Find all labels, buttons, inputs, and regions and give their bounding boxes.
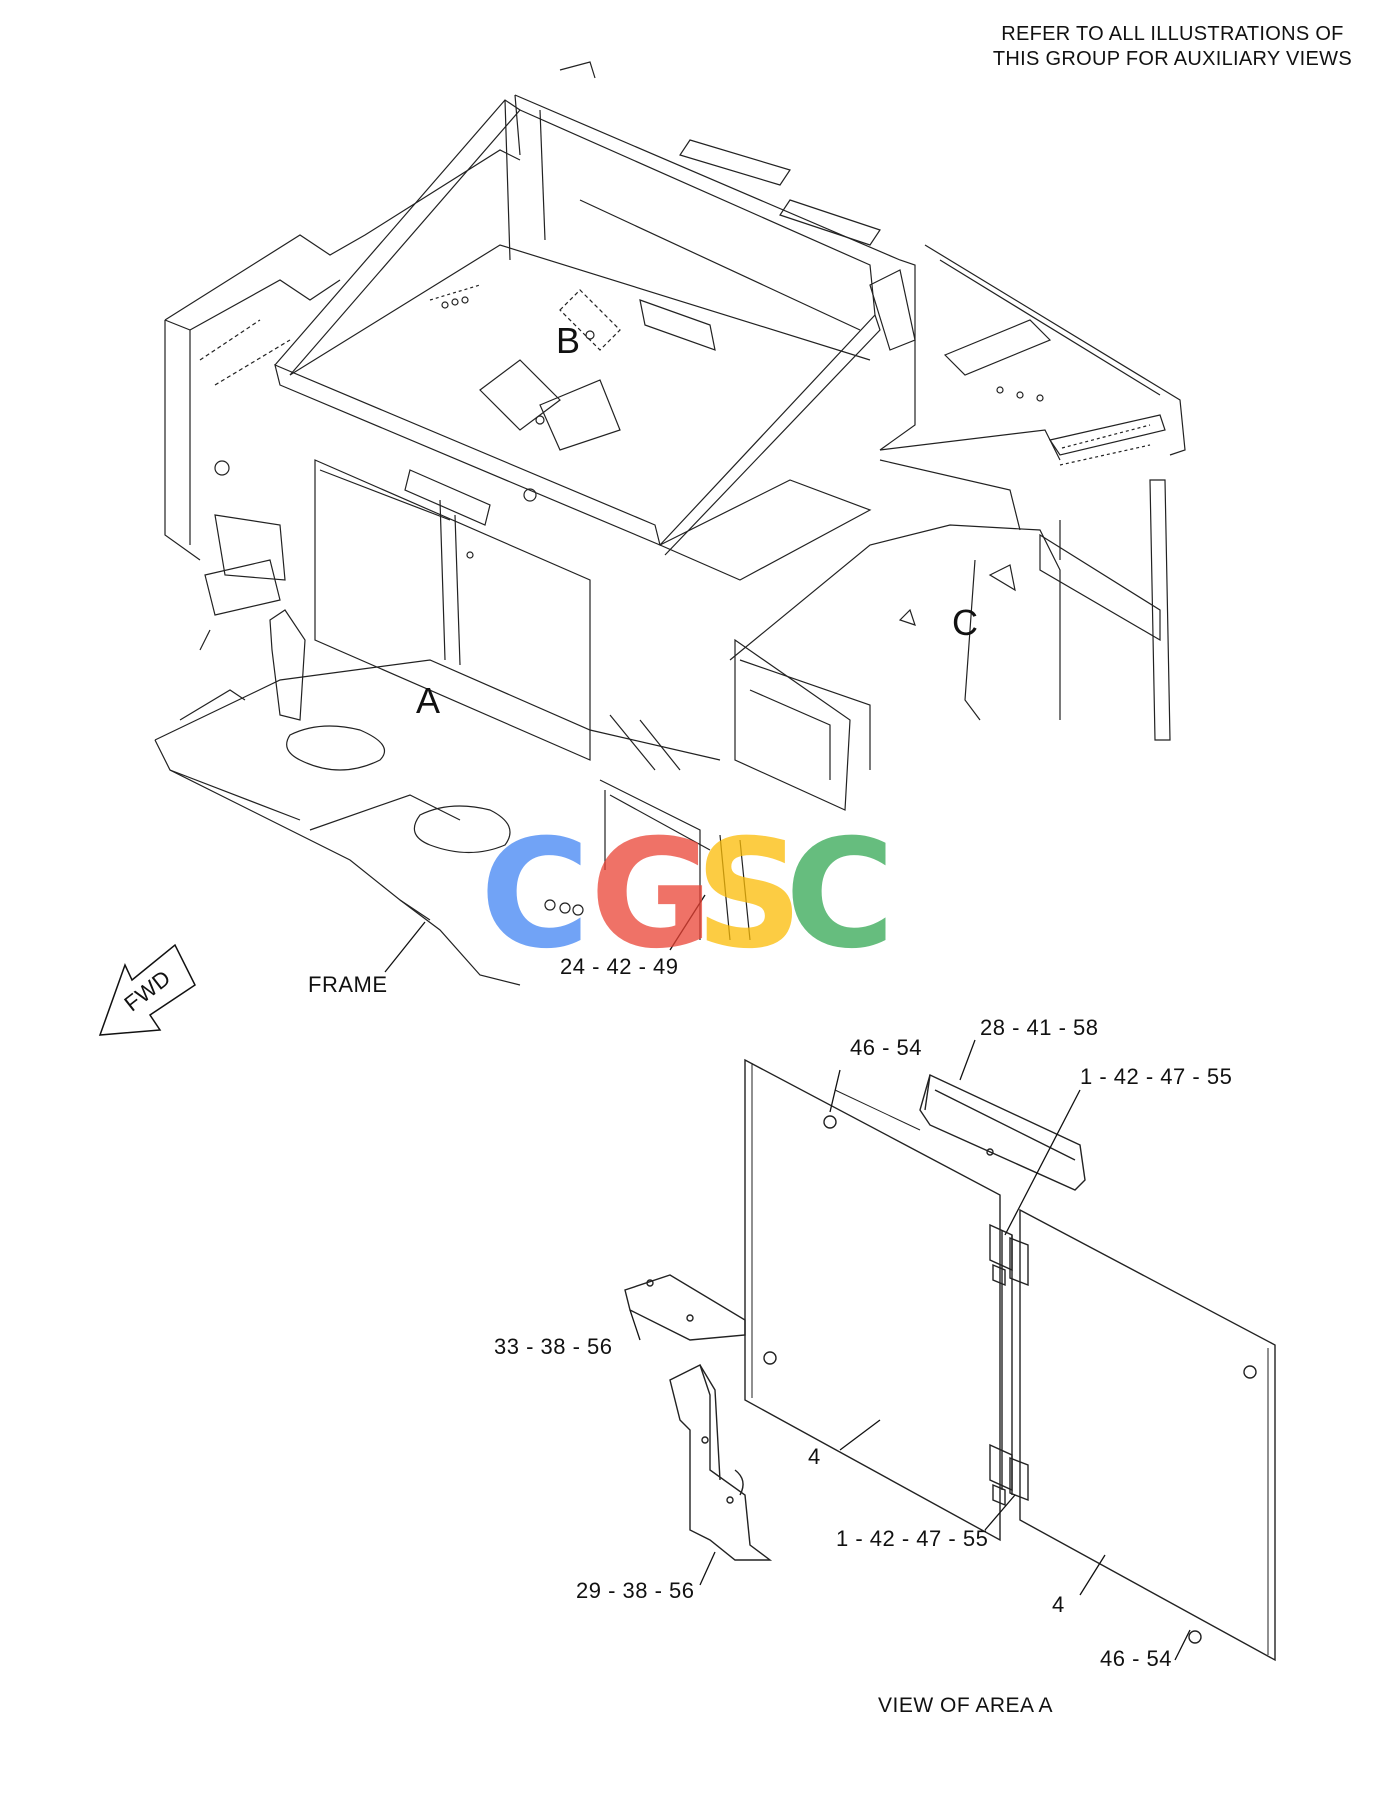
callout-4-left: 4 bbox=[808, 1444, 821, 1469]
area-label-c: C bbox=[952, 602, 979, 643]
callout-29-38-56: 29 - 38 - 56 bbox=[576, 1578, 695, 1603]
area-label-a: A bbox=[416, 680, 441, 721]
machine-body bbox=[154, 61, 1186, 986]
reference-note-line2: THIS GROUP FOR AUXILIARY VIEWS bbox=[992, 48, 1352, 70]
view-caption: VIEW OF AREA A bbox=[878, 1694, 1054, 1717]
callout-1-42-47-55-bottom: 1 - 42 - 47 - 55 bbox=[836, 1526, 989, 1551]
callout-24-42-49: 24 - 42 - 49 bbox=[560, 954, 679, 979]
callout-frame: FRAME bbox=[308, 972, 388, 997]
reference-note-line1: REFER TO ALL ILLUSTRATIONS OF bbox=[1001, 23, 1344, 45]
area-label-b: B bbox=[556, 320, 581, 361]
view-area-a-drawing bbox=[624, 1058, 1276, 1662]
callout-46-54-top: 46 - 54 bbox=[850, 1035, 922, 1060]
callout-28-41-58: 28 - 41 - 58 bbox=[980, 1015, 1099, 1040]
callout-4-right: 4 bbox=[1052, 1592, 1065, 1617]
leader-lines bbox=[629, 1039, 1191, 1661]
callout-1-42-47-55-top: 1 - 42 - 47 - 55 bbox=[1080, 1064, 1233, 1089]
watermark-letter-g: G bbox=[590, 808, 714, 982]
fwd-arrow bbox=[98, 943, 196, 1036]
reference-note: REFER TO ALL ILLUSTRATIONS OF THIS GROUP… bbox=[993, 22, 1352, 72]
watermark-letter-c2: C bbox=[785, 808, 896, 982]
watermark-letter-c1: C bbox=[480, 808, 591, 982]
callout-33-38-56: 33 - 38 - 56 bbox=[494, 1334, 613, 1359]
callout-46-54-bottom: 46 - 54 bbox=[1100, 1646, 1172, 1671]
watermark-letter-s: S bbox=[695, 808, 804, 982]
